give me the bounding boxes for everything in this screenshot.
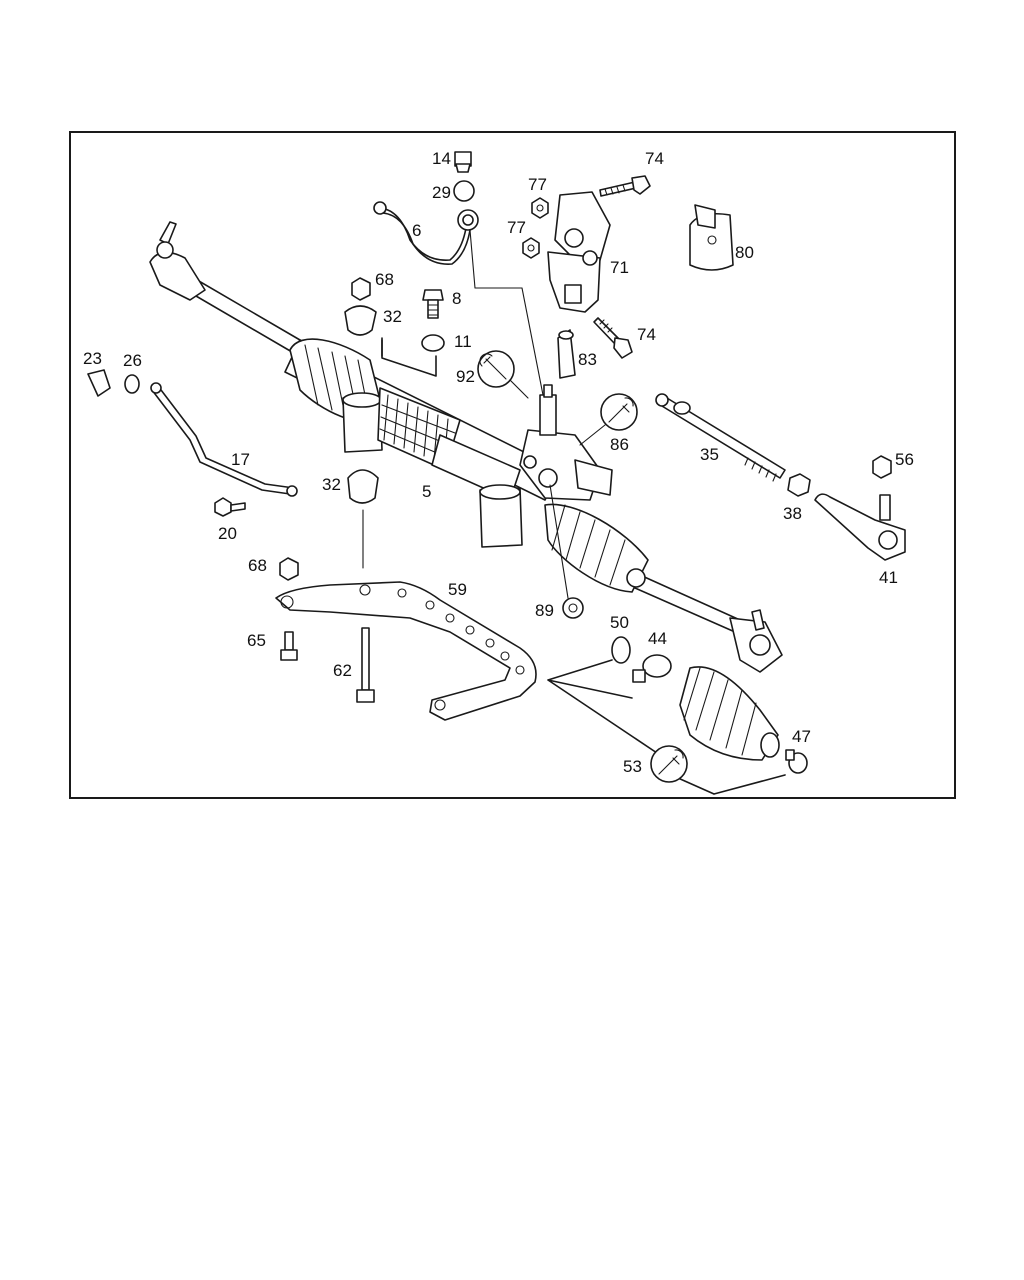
label-56: 56: [895, 450, 914, 469]
label-71: 71: [610, 258, 629, 277]
label-53: 53: [623, 757, 642, 776]
washer-26: [124, 374, 140, 394]
nut-77-bottom: [522, 237, 540, 259]
nut-38: [787, 473, 811, 497]
bolt-20: [214, 497, 246, 517]
label-65: 65: [247, 631, 266, 650]
label-68-top: 68: [375, 270, 394, 289]
steering-rack-housing: [149, 221, 783, 673]
banjo-bolt-23: [87, 369, 111, 397]
label-32-top: 32: [383, 307, 402, 326]
bolt-65: [280, 631, 298, 661]
label-29: 29: [432, 183, 451, 202]
label-35: 35: [700, 445, 719, 464]
label-77-bottom: 77: [507, 218, 526, 237]
label-80: 80: [735, 243, 754, 262]
label-20: 20: [218, 524, 237, 543]
label-50: 50: [610, 613, 629, 632]
bolt-62: [356, 627, 375, 703]
wrench-icon: [600, 393, 638, 431]
bolt-8: [422, 289, 444, 319]
label-59: 59: [448, 580, 467, 599]
bushing-32-bottom: [347, 469, 379, 504]
nut-77-top: [531, 197, 549, 219]
part-labels: 14 29 6 77 77 74 80 71 68 8 32 11 74 83 …: [83, 149, 914, 776]
tie-rod-end-41: [814, 493, 906, 561]
wrench-icon: [477, 350, 515, 388]
label-77-top: 77: [528, 175, 547, 194]
label-6: 6: [412, 221, 421, 240]
pipe-6: [379, 207, 467, 261]
label-38: 38: [783, 504, 802, 523]
label-92: 92: [456, 367, 475, 386]
label-74-bottom: 74: [637, 325, 656, 344]
label-26: 26: [123, 351, 142, 370]
label-5: 5: [422, 482, 431, 501]
inner-tie-rod-35: [655, 393, 786, 482]
seal-ring-50: [611, 636, 631, 664]
cover-80: [689, 204, 734, 271]
label-74-top: 74: [645, 149, 664, 168]
bushing-32-top: [344, 305, 377, 336]
label-83: 83: [578, 350, 597, 369]
label-32-bottom: 32: [322, 475, 341, 494]
clamp-44: [632, 654, 672, 683]
line-17: [151, 389, 291, 495]
label-11: 11: [454, 332, 472, 351]
label-23: 23: [83, 349, 102, 368]
label-86: 86: [610, 435, 629, 454]
bolt-74-bottom: [593, 317, 633, 359]
wrench-icon: [650, 745, 688, 783]
washer-89: [562, 597, 584, 619]
clamp-47: [785, 749, 808, 774]
steering-coupling-71: [547, 191, 611, 313]
label-17: 17: [231, 450, 250, 469]
label-14: 14: [432, 149, 451, 168]
label-44: 44: [648, 629, 667, 648]
label-68-bottom: 68: [248, 556, 267, 575]
bellow-boot: [679, 666, 780, 761]
crossmember-59: [275, 581, 537, 721]
label-41: 41: [879, 568, 898, 587]
nut-56: [872, 455, 892, 479]
bolt-74-top: [599, 175, 651, 197]
nut-68-top: [351, 277, 371, 301]
seal-ring-29: [453, 180, 475, 202]
label-89: 89: [535, 601, 554, 620]
fitting-14: [454, 151, 472, 173]
seal-ring-11: [421, 334, 445, 352]
label-62: 62: [333, 661, 352, 680]
nut-68-bottom: [279, 557, 299, 581]
label-8: 8: [452, 289, 461, 308]
label-47: 47: [792, 727, 811, 746]
